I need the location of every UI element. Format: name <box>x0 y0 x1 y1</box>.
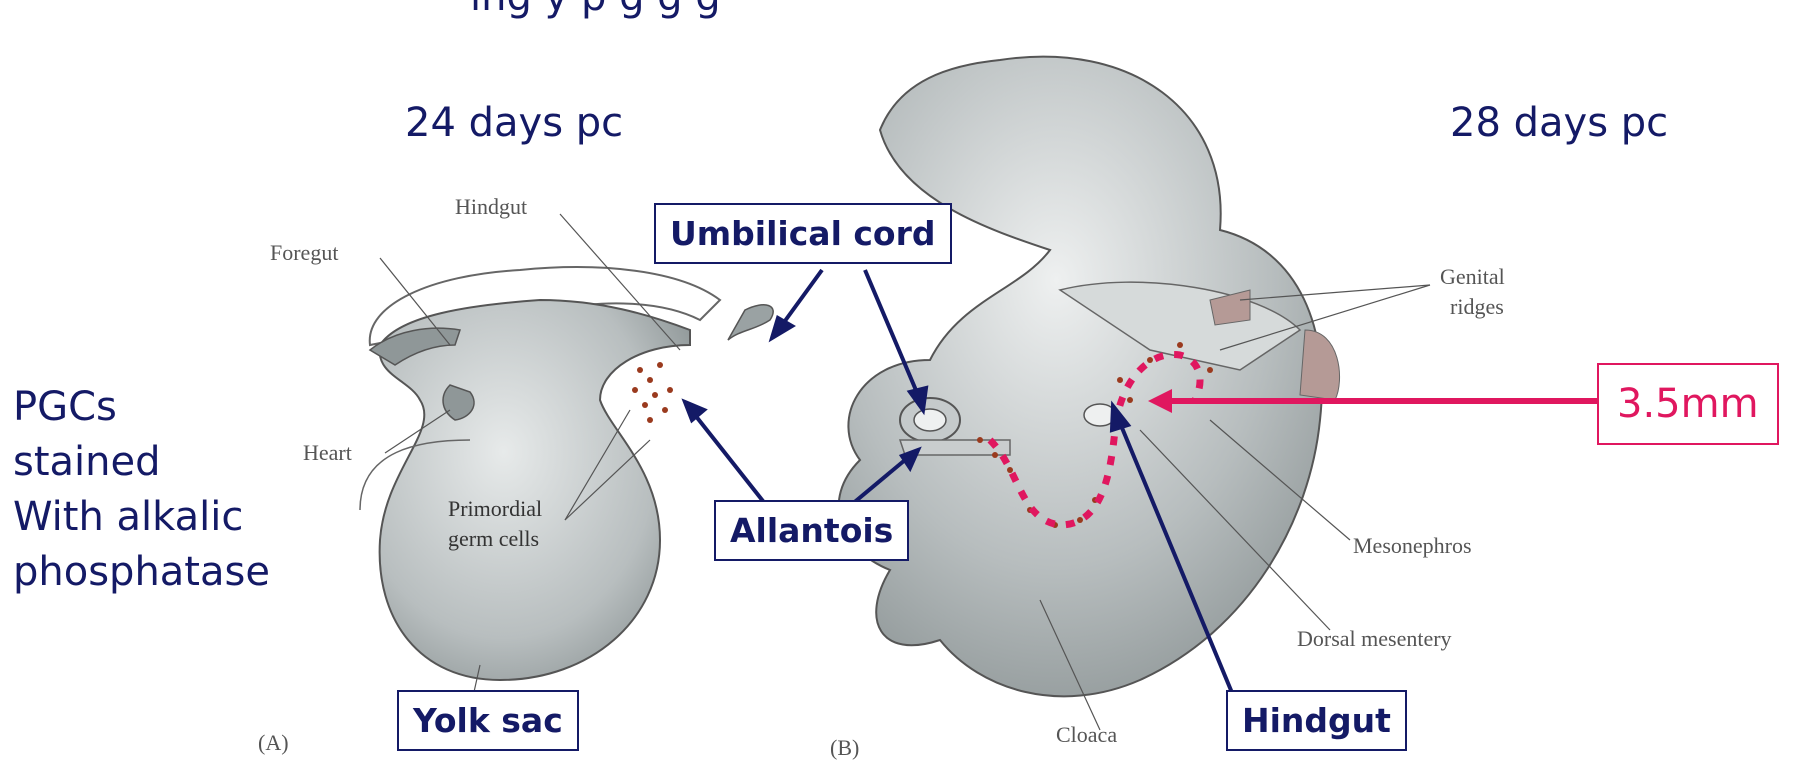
label-foregut: Foregut <box>270 240 338 266</box>
label-primordial: Primordial <box>448 496 542 522</box>
stage-label-24-days: 24 days pc <box>405 100 623 146</box>
side-note-line: PGCs <box>13 380 270 435</box>
label-cloaca: Cloaca <box>1056 722 1117 748</box>
label-germ-cells: germ cells <box>448 526 539 552</box>
callout-allantois: Allantois <box>714 500 909 561</box>
label-panel-b: (B) <box>830 735 859 761</box>
label-mesonephros: Mesonephros <box>1353 533 1472 559</box>
side-note-line: phosphatase <box>13 545 270 600</box>
stage-label-28-days: 28 days pc <box>1450 100 1668 146</box>
callout-hindgut: Hindgut <box>1226 690 1407 751</box>
label-genital: Genital <box>1440 264 1505 290</box>
side-note-line: With alkalic <box>13 490 270 545</box>
label-dorsal-mesentery: Dorsal mesentery <box>1297 626 1452 652</box>
callout-umbilical-cord: Umbilical cord <box>654 203 952 264</box>
side-note: PGCs stained With alkalic phosphatase <box>13 380 270 600</box>
label-panel-a: (A) <box>258 730 289 756</box>
label-ridges: ridges <box>1450 294 1504 320</box>
panel-b-figure <box>632 57 1340 697</box>
callout-yolk-sac: Yolk sac <box>397 690 579 751</box>
side-note-line: stained <box>13 435 270 490</box>
callout-size: 3.5mm <box>1597 363 1779 445</box>
panel-a-figure <box>360 267 773 680</box>
label-hindgut-a: Hindgut <box>455 194 527 220</box>
label-heart: Heart <box>303 440 352 466</box>
